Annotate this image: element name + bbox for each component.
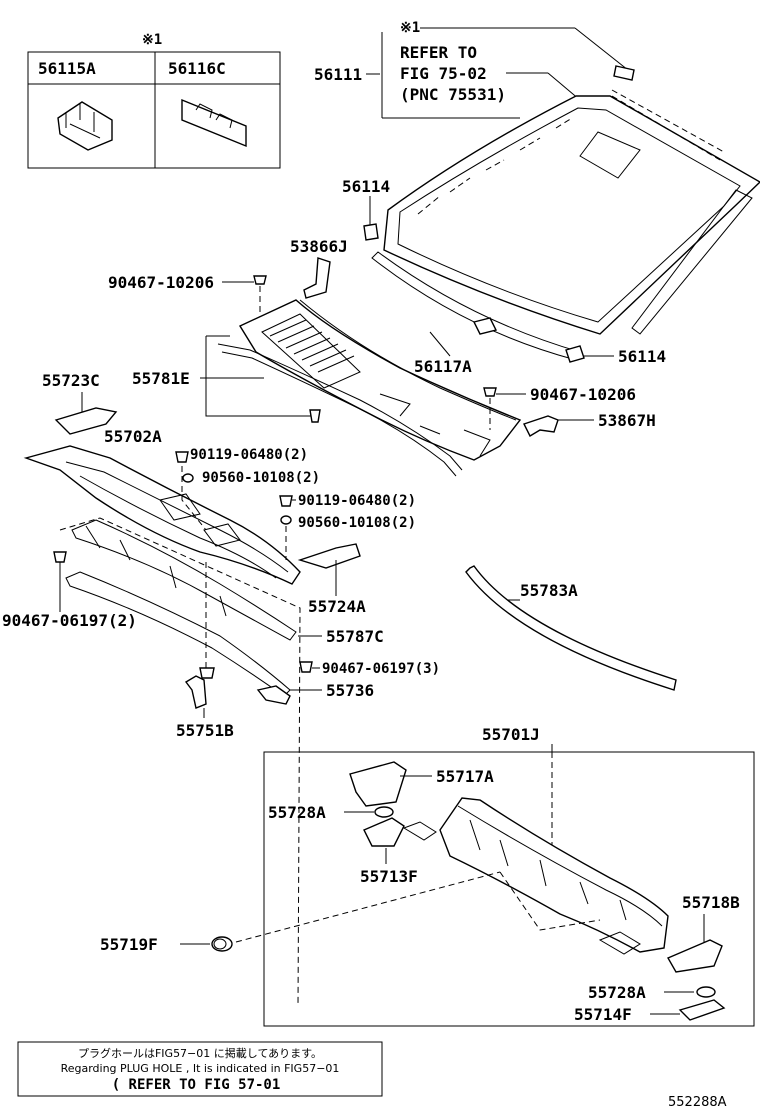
label-55717a: 55717A: [436, 767, 494, 786]
label-90560-upper: 90560-10108(2): [202, 470, 320, 486]
label-56114-top: 56114: [342, 177, 390, 196]
legend-col1-label: 56115A: [38, 59, 96, 78]
cowl-panel-55701j-drawing: [402, 797, 669, 955]
dash-assembly-outline: [59, 517, 301, 1007]
label-55736: 55736: [326, 681, 374, 700]
seal-55714f-drawing: [678, 999, 726, 1021]
refer-box: ※1 REFER TO FIG 75-02 (PNC 75531): [381, 20, 635, 119]
label-55781e: 55781E: [132, 369, 190, 388]
label-56117a: 56117A: [414, 357, 472, 376]
label-55713f: 55713F: [360, 867, 418, 886]
clip-90467-06197-3-drawing: [299, 661, 313, 673]
panel-55702a-drawing: [23, 445, 301, 585]
hose-55751b-drawing: [184, 675, 207, 709]
bracket-55724a-drawing: [297, 543, 361, 569]
label-55701j: 55701J: [482, 725, 540, 744]
footer-note-frame: [17, 1041, 383, 1097]
label-90467-10206-right: 90467-10206: [530, 385, 636, 404]
seal-55781e-drawing: [217, 343, 463, 471]
bracket-frame-55781e: [205, 336, 316, 417]
clip-56114-top-drawing: [363, 223, 379, 241]
cover-53867h-drawing: [523, 415, 559, 437]
dash-90119-upper: [181, 466, 207, 531]
pad-55728a-upper-drawing: [374, 806, 394, 818]
pad-55728a-lower-drawing: [696, 986, 716, 998]
clip-56114-bottom-drawing: [565, 345, 585, 363]
label-55783a: 55783A: [520, 581, 578, 600]
seal-55736-drawing: [256, 685, 291, 705]
label-55719f: 55719F: [100, 935, 158, 954]
footer-note-ref: ( REFER TO FIG 57-01: [112, 1077, 281, 1093]
small-pad-drawing: [613, 65, 635, 81]
label-90467-06197-3: 90467-06197(3): [322, 661, 440, 677]
label-55728a-upper: 55728A: [268, 803, 326, 822]
clip-seal-drawing: [309, 409, 321, 423]
label-53866j: 53866J: [290, 237, 348, 256]
refer-mark-leader: [574, 27, 629, 71]
clip-90467-06197-2-drawing: [53, 551, 67, 563]
footer-note-en: Regarding PLUG HOLE , It is indicated in…: [61, 1062, 340, 1075]
legend-table: ※1 56115A 56116C: [27, 32, 281, 169]
legend-table-frame: [27, 51, 281, 169]
legend-col2-label: 56116C: [168, 59, 226, 78]
bracket-55723c-drawing: [54, 407, 118, 435]
legend-mark: ※1: [142, 32, 162, 48]
clip-56115a-drawing: [57, 101, 113, 151]
clip-90467-top-drawing: [253, 275, 267, 285]
label-90119-upper: 90119-06480(2): [190, 447, 308, 463]
label-90119-lower: 90119-06480(2): [298, 493, 416, 509]
label-90467-06197-2: 90467-06197(2): [2, 611, 137, 630]
label-55751b: 55751B: [176, 721, 234, 740]
nut-90560-lower-drawing: [280, 515, 292, 525]
nut-90560-upper-drawing: [182, 473, 194, 483]
grommet-55751b-drawing: [199, 667, 215, 679]
bolt-90119-lower-drawing: [279, 495, 293, 507]
label-55724a: 55724A: [308, 597, 366, 616]
clip-90467-right-drawing: [483, 387, 497, 397]
clip-56116c-drawing: [181, 98, 247, 148]
leader-56117a: [429, 331, 451, 357]
label-55718b: 55718B: [682, 893, 740, 912]
label-55702a: 55702A: [104, 427, 162, 446]
bracket-55718b-drawing: [667, 939, 723, 973]
dash-55719f: [235, 871, 601, 943]
plug-55719f-drawing: [211, 936, 233, 952]
weatherstrip-55783a-drawing: [465, 565, 677, 691]
assembly-55701j-frame: [263, 751, 755, 1027]
refer-box-line3: (PNC 75531): [400, 85, 506, 104]
refer-box-mark: ※1: [400, 20, 420, 36]
footer-note: プラグホールはFIG57−01 に掲載してあります。 Regarding PLU…: [17, 1041, 383, 1097]
cowl-louver-56117a-drawing: [238, 299, 522, 461]
label-90560-lower: 90560-10108(2): [298, 515, 416, 531]
label-55728a-lower: 55728A: [588, 983, 646, 1002]
label-56111: 56111: [314, 65, 362, 84]
label-55787c: 55787C: [326, 627, 384, 646]
bolt-90119-upper-drawing: [175, 451, 189, 463]
label-55723c: 55723C: [42, 371, 100, 390]
cover-53866j-drawing: [303, 257, 331, 299]
windshield-drawing: [371, 89, 760, 361]
label-55714f: 55714F: [574, 1005, 632, 1024]
footer-note-jp: プラグホールはFIG57−01 に掲載してあります。: [78, 1046, 322, 1060]
label-90467-10206-top: 90467-10206: [108, 273, 214, 292]
figure-id: 552288A: [668, 1095, 727, 1110]
fig75-leader-b: [547, 72, 581, 101]
bracket-55713f-drawing: [363, 817, 405, 847]
refer-box-line2: FIG 75-02: [400, 64, 487, 83]
bracket-55717a-drawing: [349, 761, 407, 807]
label-53867h: 53867H: [598, 411, 656, 430]
label-56114-bottom: 56114: [618, 347, 666, 366]
refer-box-line1: REFER TO: [400, 43, 477, 62]
